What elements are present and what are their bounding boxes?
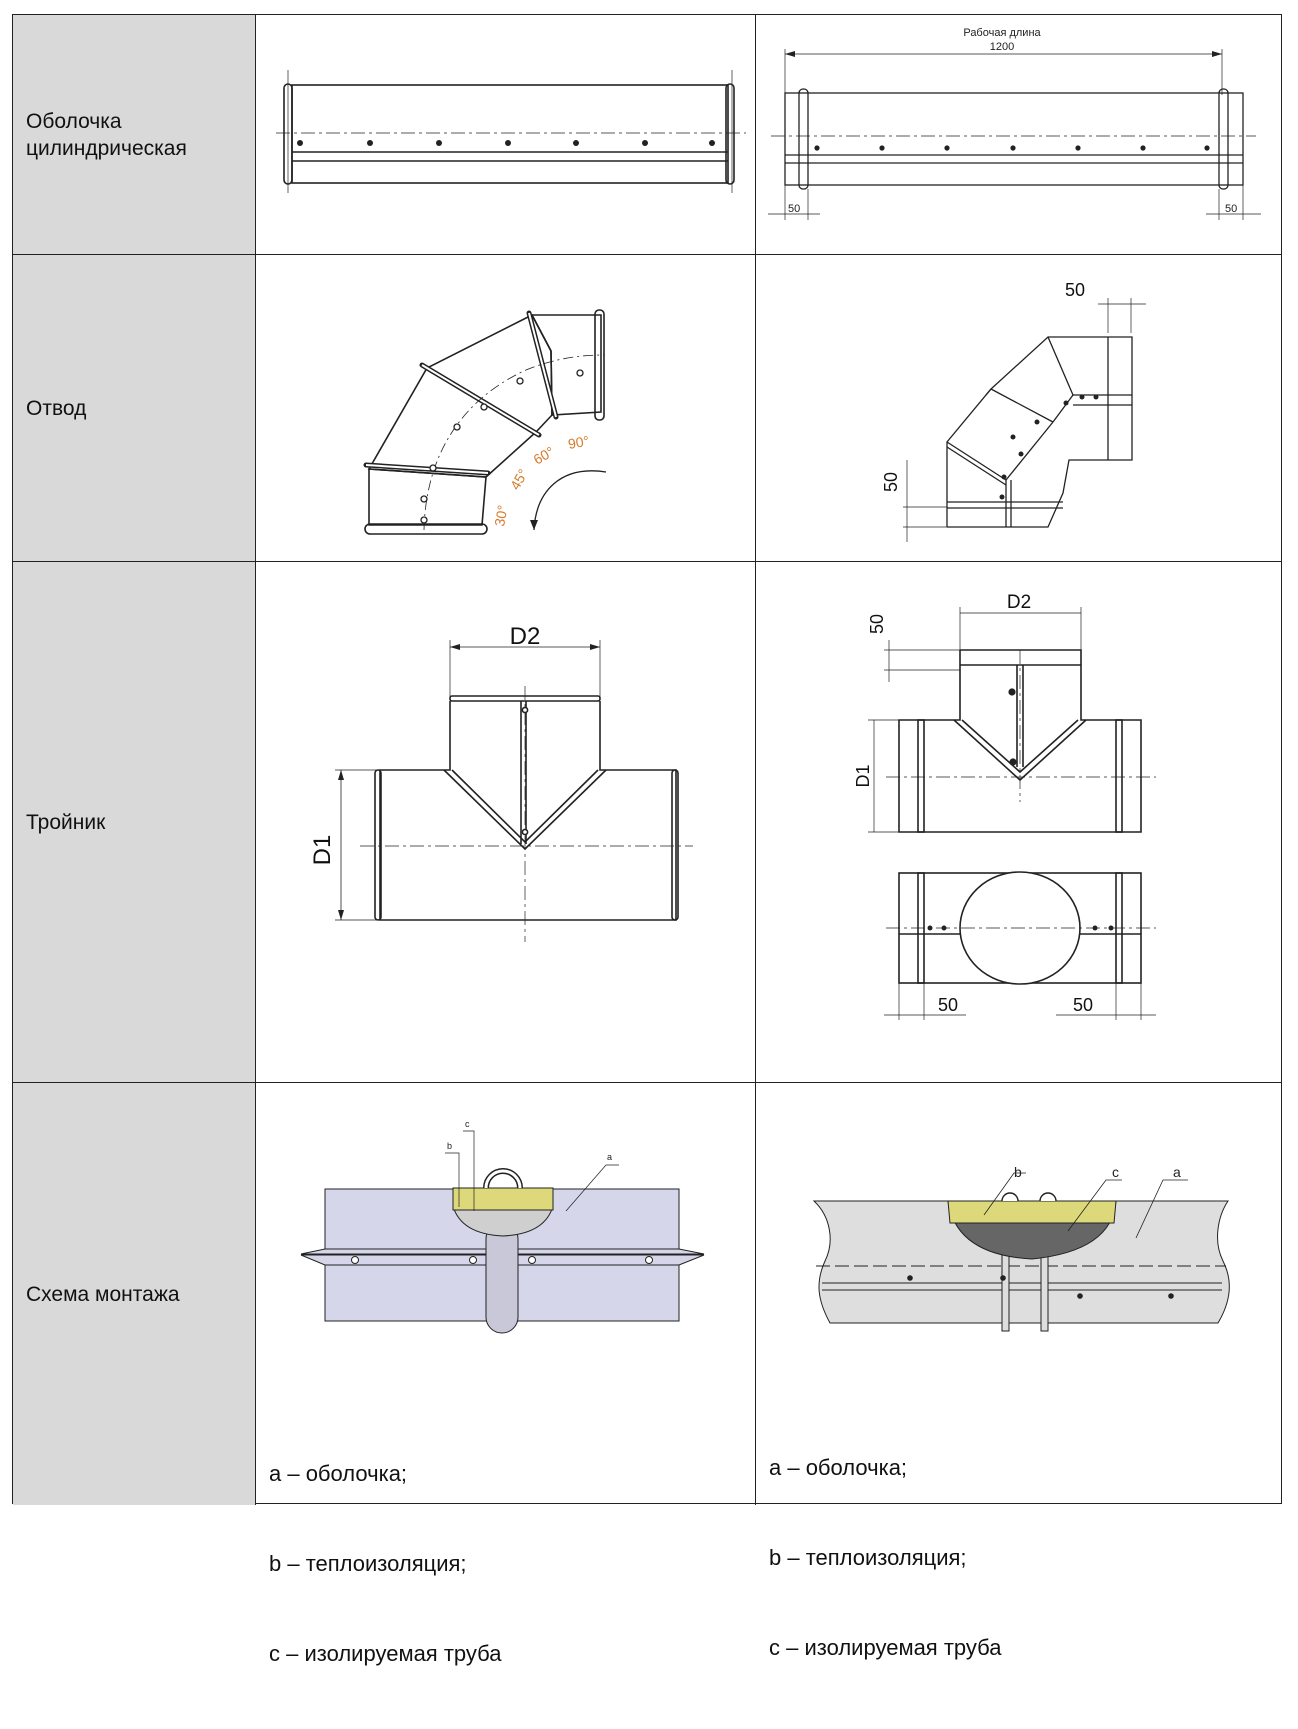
- tee-bottom-left-dim: 50: [938, 995, 958, 1015]
- angle-45: 45°: [507, 466, 531, 492]
- tee-dimension-drawing: D2 50: [756, 562, 1283, 1082]
- cylinder-dimension-drawing: Рабочая длина 1200: [756, 15, 1283, 254]
- row-elbow: Отвод: [13, 255, 1283, 561]
- mounting-scheme-left: c b a a – оболочка; b – теплоизоляция; c…: [256, 1083, 756, 1666]
- angle-90: 90°: [567, 433, 591, 452]
- tee-bottom-right-dim: 50: [1073, 995, 1093, 1015]
- tee-d1-label: D1: [309, 835, 336, 866]
- callout-b: b: [447, 1141, 452, 1151]
- legend-item-c: c – изолируемая труба: [769, 1635, 1002, 1660]
- legend-item-a: a – оболочка;: [269, 1461, 408, 1486]
- dim-top: 50: [1065, 280, 1085, 300]
- components-table: Оболочка цилиндрическая Рабочая длина: [12, 14, 1283, 1666]
- row-label: Схема монтажа: [13, 1083, 256, 1505]
- tee-top-dim: 50: [867, 614, 887, 634]
- dim-title: Рабочая длина: [963, 27, 1041, 39]
- legend-item-b: b – теплоизоляция;: [769, 1545, 967, 1570]
- angle-60: 60°: [531, 443, 557, 467]
- dim-length: 1200: [990, 41, 1014, 53]
- dim-right: 50: [1225, 203, 1237, 215]
- row-label: Оболочка цилиндрическая: [13, 15, 256, 254]
- callout-c: c: [465, 1119, 470, 1129]
- legend-item-a: a – оболочка;: [769, 1455, 908, 1480]
- dim-side: 50: [881, 472, 901, 492]
- row-cylindrical-shell: Оболочка цилиндрическая Рабочая длина: [13, 15, 1283, 254]
- callout-a: a: [607, 1152, 612, 1162]
- legend: a – оболочка; b – теплоизоляция; c – изо…: [269, 1399, 501, 1729]
- row-label: Отвод: [13, 255, 256, 561]
- tee-d2-label: D2: [510, 623, 541, 650]
- legend-item-c: c – изолируемая труба: [269, 1641, 502, 1666]
- tee-3d-drawing: D2 D1: [256, 562, 756, 1082]
- tee-d2-label: D2: [1007, 592, 1031, 613]
- callout-b: b: [1014, 1164, 1022, 1180]
- callout-c: c: [1112, 1164, 1119, 1180]
- legend: a – оболочка; b – теплоизоляция; c – изо…: [769, 1393, 1001, 1723]
- row-tee: Тройник D2: [13, 562, 1283, 1082]
- tee-d1-label: D1: [853, 764, 873, 787]
- angle-30: 30°: [491, 504, 510, 528]
- cylinder-3d-drawing: [256, 15, 756, 254]
- elbow-dimension-drawing: 50: [756, 255, 1283, 561]
- row-mounting-scheme: Схема монтажа c: [13, 1083, 1283, 1666]
- legend-item-b: b – теплоизоляция;: [269, 1551, 467, 1576]
- row-label: Тройник: [13, 562, 256, 1082]
- elbow-3d-drawing: 30° 45° 60° 90°: [256, 255, 756, 561]
- callout-a: a: [1173, 1164, 1181, 1180]
- mounting-scheme-right: b c a a – оболочка; b – теплоизоляция; c…: [756, 1083, 1283, 1660]
- dim-left: 50: [788, 203, 800, 215]
